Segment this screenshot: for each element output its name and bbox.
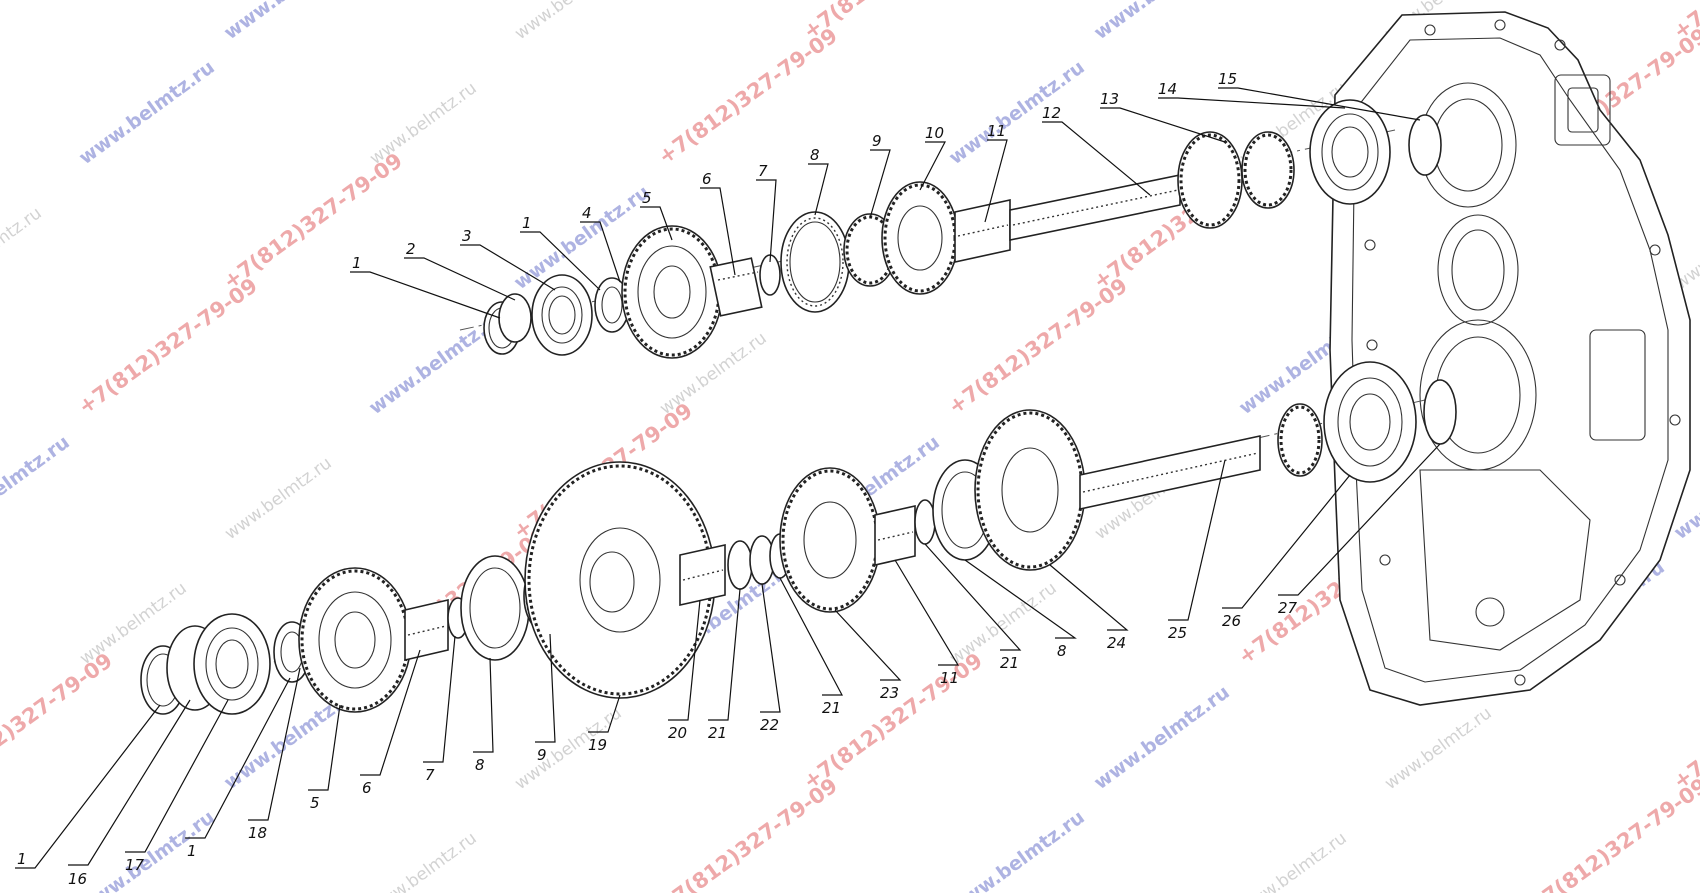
bearing	[531, 274, 593, 356]
watermark-url: www.belmtz.ru	[511, 0, 625, 44]
watermark-url: www.belmtz.ru	[1090, 681, 1234, 794]
callout-21: 21	[822, 699, 841, 717]
callout-9: 9	[537, 746, 547, 764]
callout-5: 5	[642, 189, 652, 207]
callout-12: 12	[1042, 104, 1061, 122]
watermark-phone: +7(812)327-79-09	[944, 273, 1132, 419]
watermark-url: www.belmtz.ru	[945, 806, 1089, 893]
callout-9: 9	[872, 132, 882, 150]
watermark-url: www.belmtz.ru	[220, 0, 364, 44]
callout-21: 21	[1000, 654, 1019, 672]
watermark-url: www.belmtz.ru	[221, 453, 335, 544]
callout-8: 8	[810, 146, 820, 164]
shaft	[1009, 174, 1181, 241]
callout-11: 11	[940, 669, 959, 687]
gear	[1177, 131, 1243, 229]
callout-15: 15	[1218, 70, 1237, 88]
lower-shaft-assembly	[140, 361, 1457, 715]
watermark-url: www.belmtz.ru	[366, 828, 480, 893]
callout-17: 17	[125, 856, 145, 874]
watermark-phone: +7(812)327-79-09	[1524, 773, 1700, 893]
gear	[298, 567, 412, 713]
callout-22: 22	[760, 716, 779, 734]
callout-20: 20	[668, 724, 687, 742]
callout-4: 4	[582, 204, 592, 222]
watermark-url: www.belmtz.ru	[1236, 828, 1350, 893]
gear	[779, 467, 881, 613]
callout-6: 6	[702, 170, 712, 188]
leader-lines	[15, 87, 1441, 869]
callout-1: 1	[522, 214, 532, 232]
callout-14: 14	[1158, 80, 1177, 98]
callout-10: 10	[925, 124, 944, 142]
callout-11: 11	[987, 122, 1006, 140]
callout-19: 19	[588, 736, 607, 754]
callout-8: 8	[1057, 642, 1067, 660]
watermark-phone: +7(812)327-79-09	[1669, 648, 1700, 794]
shaft	[1079, 435, 1261, 510]
callout-26: 26	[1222, 612, 1241, 630]
callout-6: 6	[362, 779, 372, 797]
callout-1: 1	[187, 842, 197, 860]
callout-7: 7	[758, 162, 768, 180]
watermark-phone: +7(812)327-79-09	[654, 773, 842, 893]
callout-24: 24	[1107, 634, 1126, 652]
callout-18: 18	[248, 824, 267, 842]
watermark-phone: +7(812)327-79-09	[0, 648, 117, 794]
gear	[974, 409, 1086, 571]
watermark-url: www.belmtz.ru	[0, 203, 46, 294]
watermark-phone: +7(812)327-79-09	[74, 273, 262, 419]
watermark-url: www.belmtz.ru	[0, 431, 74, 544]
synchronizer-ring	[460, 555, 530, 661]
upper-shaft-assembly	[459, 99, 1442, 359]
watermark-phone: +7(812)327-79-09	[0, 0, 117, 44]
callout-5: 5	[310, 794, 320, 812]
callout-2: 2	[406, 240, 416, 258]
watermark-url: www.belmtz.ru	[945, 56, 1089, 169]
callout-1: 1	[352, 254, 362, 272]
callout-3: 3	[462, 227, 472, 245]
callout-13: 13	[1100, 90, 1119, 108]
gear	[881, 181, 959, 295]
gearbox-housing	[1329, 11, 1691, 706]
bearing	[193, 613, 271, 715]
callout-21: 21	[708, 724, 727, 742]
callout-23: 23	[880, 684, 899, 702]
watermark-url: www.belmtz.ru	[1090, 0, 1234, 44]
watermark-url: www.belmtz.ru	[511, 703, 625, 794]
callout-labels: 1 2 3 1 4 5 6 7 8 9 10 11 12 13 14 15 1 …	[17, 70, 1298, 888]
callout-25: 25	[1168, 624, 1187, 642]
watermark-url: www.belmtz.ru	[75, 56, 219, 169]
watermark-url: www.belmtz.ru	[1381, 703, 1495, 794]
callout-7: 7	[425, 766, 435, 784]
watermark-phone: +7(812)327-79-09	[219, 148, 407, 294]
callout-1: 1	[17, 850, 27, 868]
synchronizer-ring	[780, 211, 850, 313]
callout-27: 27	[1278, 599, 1298, 617]
callout-8: 8	[475, 756, 485, 774]
callout-16: 16	[68, 870, 87, 888]
